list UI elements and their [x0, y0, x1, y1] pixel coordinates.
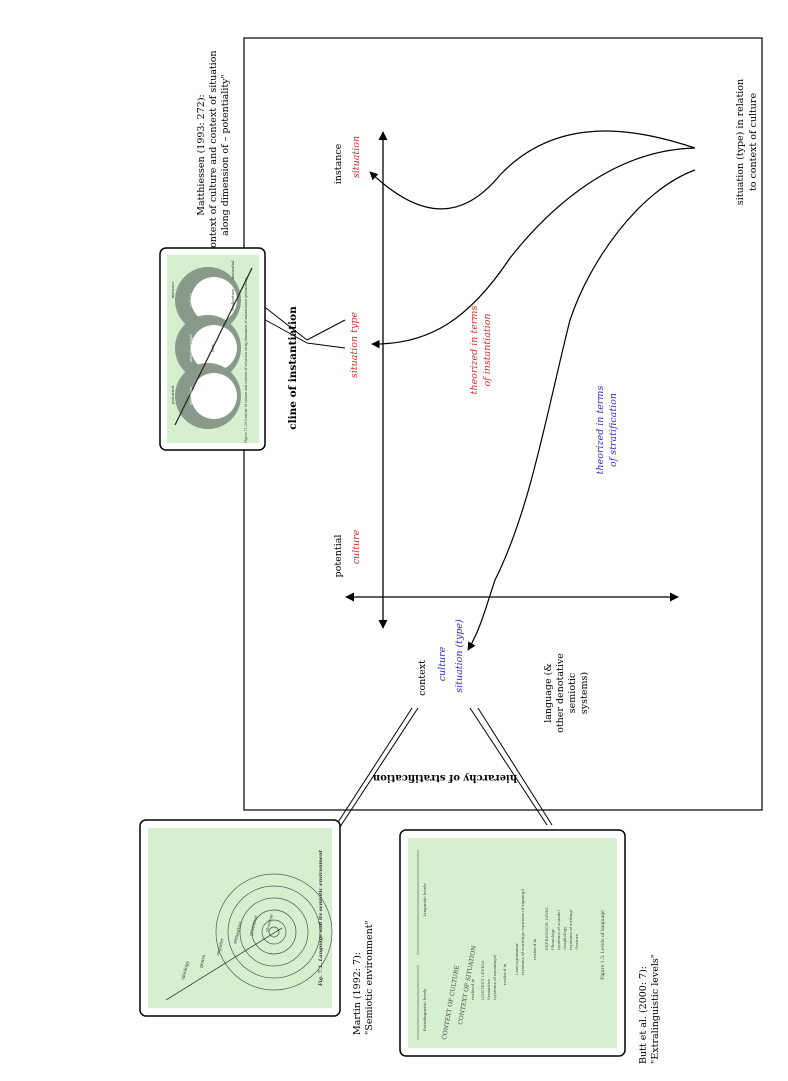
citation-butt-1: Butt et al. (2000: 7):	[638, 966, 649, 1064]
svg-text:semantics: semantics	[232, 920, 244, 944]
citation-matthiessen-2: "Context of culture and context of situa…	[208, 50, 219, 259]
svg-text:(systems of sounds): (systems of sounds)	[556, 910, 561, 950]
svg-text:(systems of meanings): (systems of meanings)	[492, 954, 497, 1000]
svg-text:Phonology: Phonology	[550, 928, 555, 950]
svg-text:Semantics: Semantics	[486, 979, 491, 1000]
thumbnail-matthiessen: Figure 11.24 Context of culture and cont…	[159, 247, 266, 451]
curve-to-situation	[369, 130, 696, 210]
svg-text:realised in: realised in	[532, 938, 537, 960]
cline-pointer-2	[306, 342, 346, 349]
main-frame	[243, 37, 763, 811]
svg-text:text: text	[210, 344, 215, 352]
thumbnail-butt: Extralinguistic levels Linguistic levels…	[399, 829, 626, 1057]
svg-text:Fig. 7.1. Language and its sem: Fig. 7.1. Language and its semiotic envi…	[318, 849, 324, 987]
label-situation-type: situation type	[349, 312, 360, 378]
matthiessen-pointer-2	[261, 317, 308, 344]
label-language-2: other denotative	[555, 653, 566, 733]
svg-text:Linguistic levels: Linguistic levels	[422, 884, 427, 917]
label-instance: instance	[333, 143, 344, 184]
svg-text:Figure 11.24 Context of cultu: Figure 11.24 Context of culture and cont…	[244, 277, 248, 443]
matthiessen-pointer-1	[261, 304, 308, 341]
label-language-4: systems)	[579, 672, 590, 714]
martin-pointer-2	[337, 707, 419, 831]
svg-text:ideology: ideology	[180, 960, 191, 981]
svg-text:CONTENT LEVELS: CONTENT LEVELS	[480, 960, 485, 1000]
svg-text:(systems of writing): (systems of writing)	[568, 909, 573, 950]
hierarchy-pointer-2	[477, 707, 553, 826]
svg-text:potential: potential	[170, 385, 175, 404]
svg-text:EXPRESSION LEVEL: EXPRESSION LEVEL	[544, 906, 549, 950]
svg-text:grammar: grammar	[249, 914, 260, 936]
svg-text:register: register	[215, 937, 226, 957]
citation-butt-2: "Extralinguistic levels"	[650, 954, 661, 1064]
label-culture-blue: culture	[437, 646, 448, 681]
thumbnail-martin: ideology genre register semantics gramma…	[139, 819, 341, 1017]
label-language-1: language (&	[543, 663, 554, 723]
svg-text:Graphology: Graphology	[562, 926, 567, 950]
label-context: context	[417, 660, 428, 696]
svg-text:instantial: instantial	[230, 260, 235, 280]
hierarchy-pointer-1	[469, 707, 548, 826]
svg-text:genre: genre	[199, 954, 207, 968]
label-hierarchy-of-stratification: hierarchy of stratification	[372, 772, 517, 783]
label-theorized-instantiation-2: of instantiation	[482, 313, 493, 386]
svg-text:realised in: realised in	[502, 963, 507, 985]
label-situation: situation	[351, 136, 362, 178]
label-potential: potential	[333, 535, 344, 578]
citation-matthiessen-3: along dimension of – potentiality"	[220, 74, 231, 236]
label-theorized-instantiation-1: theorized in terms	[469, 306, 480, 395]
svg-text:realization: realization	[230, 289, 235, 311]
cline-pointer-1	[306, 319, 346, 341]
svg-text:realised in: realised in	[470, 978, 475, 1000]
svg-text:Gesture: Gesture	[574, 933, 579, 950]
label-cline-of-instantiation: cline of instantiation	[287, 306, 299, 430]
svg-text:(systems of wordings (systems: (systems of wordings (systems of signing…	[520, 888, 525, 975]
svg-text:situation: situation	[188, 387, 193, 405]
label-situation-relation-1: situation (type) in relation	[735, 79, 746, 205]
citation-martin-1: Martin (1992: 7):	[352, 952, 363, 1035]
label-situation-relation-2: to context of culture	[748, 93, 759, 192]
svg-text:Lexicogrammar: Lexicogrammar	[514, 943, 519, 975]
citation-martin-2: "Semiotic environment"	[364, 920, 375, 1035]
label-theorized-stratification-2: of stratification	[608, 393, 619, 467]
citation-matthiessen-1: Matthiessen (1993: 272):	[196, 94, 207, 215]
label-language-3: semiotic	[567, 673, 578, 713]
svg-text:situation type: situation type	[188, 333, 193, 361]
svg-text:Extralinguistic levels: Extralinguistic levels	[422, 989, 427, 1032]
svg-text:culture: culture	[188, 292, 193, 307]
curve-to-context	[467, 169, 696, 651]
martin-pointer-1	[332, 707, 413, 831]
label-theorized-stratification-1: theorized in terms	[595, 386, 606, 475]
svg-text:phonology: phonology	[265, 913, 274, 932]
curve-to-situation-type	[371, 147, 696, 349]
svg-text:instance: instance	[170, 281, 175, 299]
label-situation-type-blue: situation (type)	[454, 619, 465, 693]
svg-text:Figure 1.3: Levels of language: Figure 1.3: Levels of language	[600, 910, 606, 980]
label-culture: culture	[351, 529, 362, 564]
